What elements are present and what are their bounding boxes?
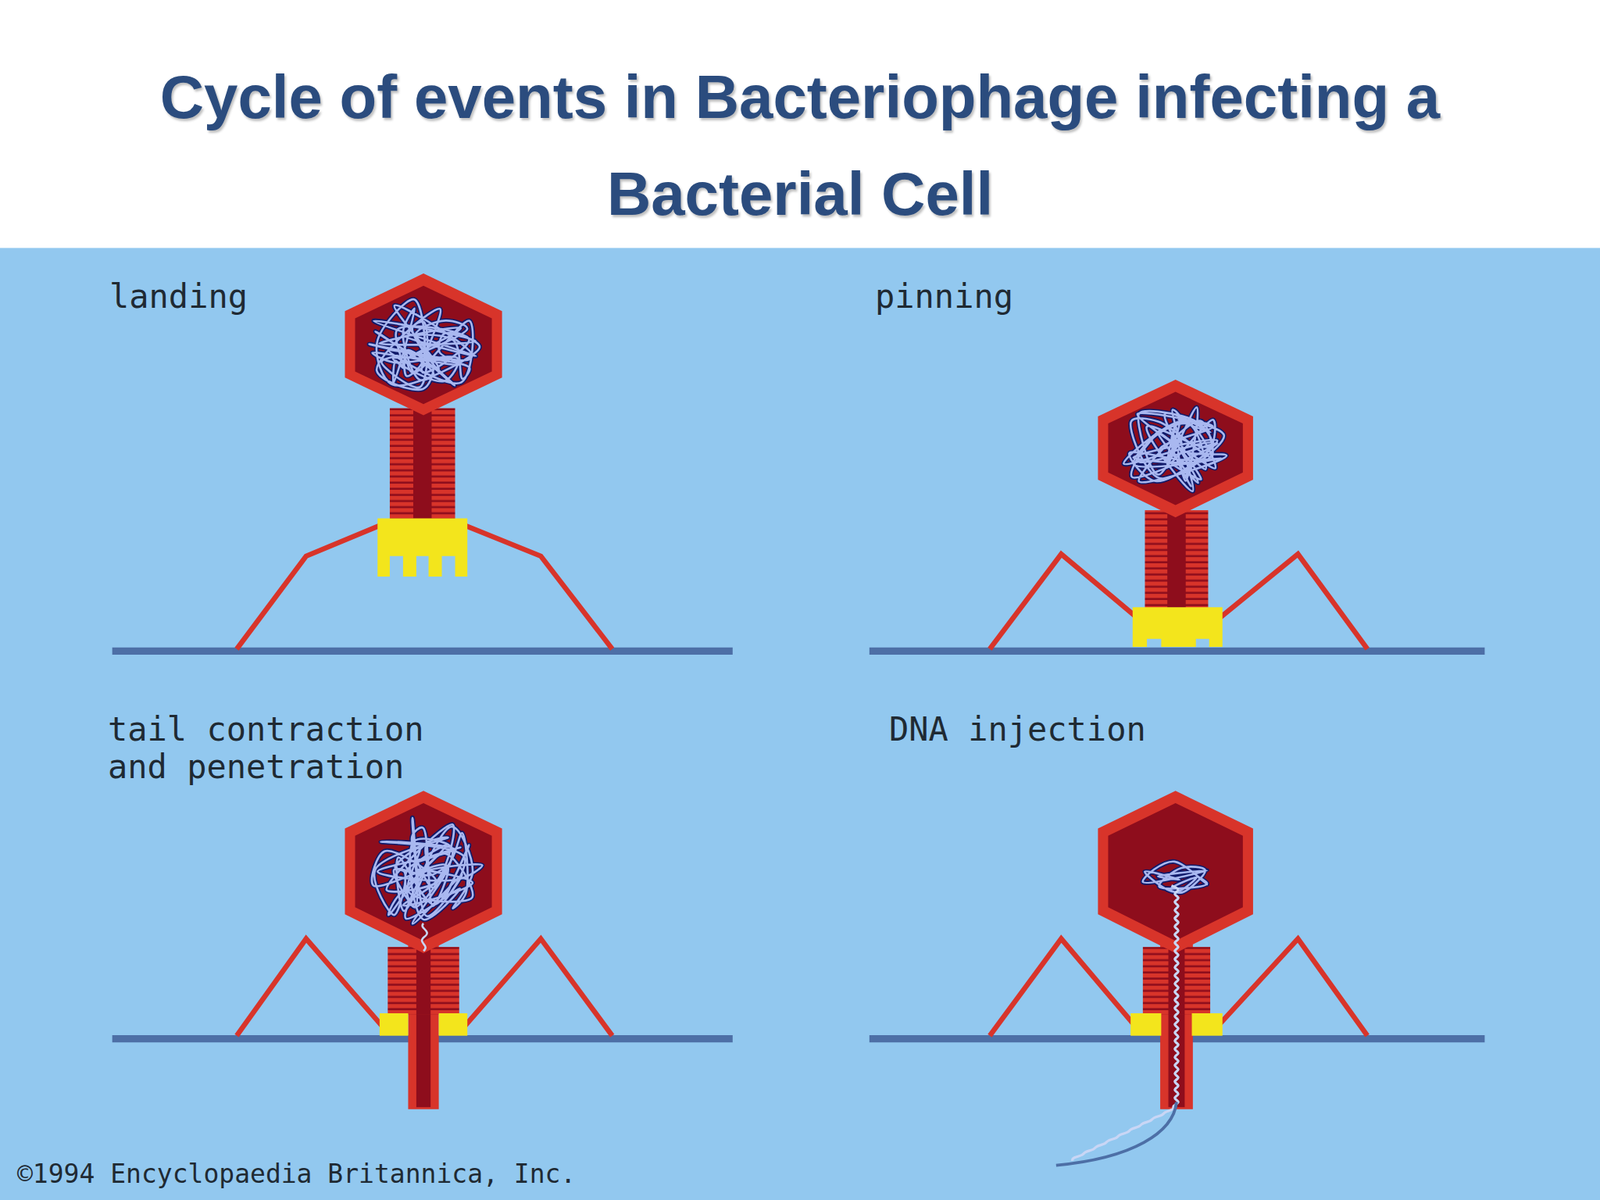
stage-label: DNA injection [889, 710, 1296, 749]
copyright-note: ©1994 Encyclopaedia Britannica, Inc. [17, 1159, 721, 1190]
dna-coil [369, 299, 480, 390]
dna-coil [1123, 407, 1227, 491]
phage-penetration [236, 790, 613, 1110]
phage-landing [236, 273, 613, 650]
dna-coil [1123, 407, 1227, 491]
dna-coil [369, 299, 480, 390]
stage-label: pinning [875, 278, 1282, 316]
dna-coil [371, 817, 483, 925]
background-panel [0, 247, 1600, 1200]
stage-label: landing [109, 278, 516, 316]
phage-pinning [989, 379, 1368, 650]
phage-dna-injection [989, 790, 1368, 1165]
dna-strand [1072, 885, 1179, 1161]
dna-coil [371, 817, 483, 925]
stage-label: tail contraction and penetration [107, 710, 460, 787]
title: Cycle of events in Bacteriophage infecti… [96, 48, 1504, 243]
cell-membranes [112, 650, 1486, 1039]
